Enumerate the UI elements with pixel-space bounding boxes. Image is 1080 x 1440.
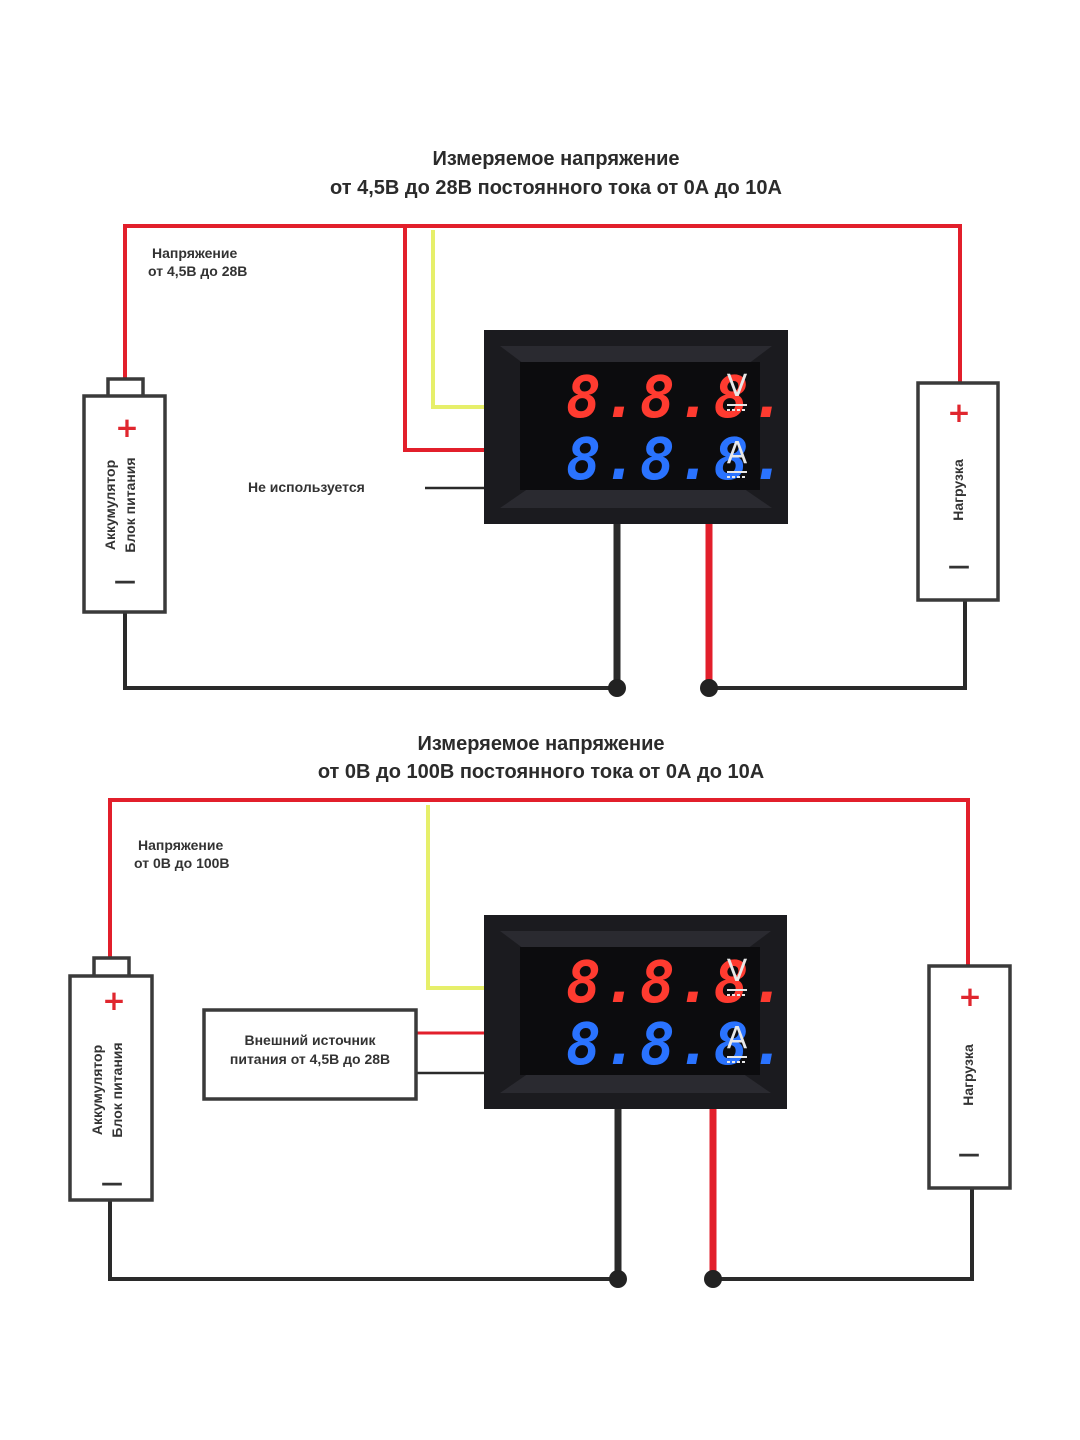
bottom-meter-voltage-digits: 8.8.8. xyxy=(566,948,788,1016)
top-meter-module: 8.8.8. 8.8.8. V A xyxy=(484,330,788,524)
diagram-top: Измеряемое напряжение от 4,5В до 28В пос… xyxy=(82,148,1000,697)
top-load: + — Нагрузка xyxy=(916,381,1000,602)
bottom-voltage-label-line1: Напряжение xyxy=(138,837,223,853)
bottom-meter-current-digits: 8.8.8. xyxy=(566,1010,788,1078)
top-battery-body xyxy=(82,394,167,614)
bottom-junction-right xyxy=(704,1270,722,1288)
bottom-battery-body xyxy=(68,974,154,1202)
bottom-title-line2: от 0В до 100В постоянного тока от 0А до … xyxy=(318,761,764,783)
top-red-wire-positive xyxy=(123,224,962,383)
top-battery: + — Аккумулятор Блок питания xyxy=(82,377,167,614)
top-junction-left xyxy=(608,679,626,697)
bottom-yellow-wire xyxy=(426,805,486,990)
bottom-black-wire-battery xyxy=(108,1200,618,1281)
bottom-battery-label-line1: Аккумулятор xyxy=(89,1045,105,1135)
top-meter-current-digits: 8.8.8. xyxy=(566,425,788,493)
top-title-line1: Измеряемое напряжение xyxy=(432,148,679,170)
bottom-battery: + — Аккумулятор Блок питания xyxy=(68,956,154,1202)
top-voltage-label-line2: от 4,5В до 28В xyxy=(148,263,247,279)
top-battery-label-line2: Блок питания xyxy=(122,457,138,552)
top-red-wire-module xyxy=(403,226,486,452)
top-load-plus-icon: + xyxy=(947,396,970,429)
bottom-meter-amp-icon: A xyxy=(727,1021,748,1056)
bottom-external-source: Внешний источник питания от 4,5В до 28В xyxy=(202,1008,418,1101)
top-load-label: Нагрузка xyxy=(950,459,966,521)
top-yellow-wire xyxy=(431,230,486,409)
top-battery-plus-icon: + xyxy=(115,411,138,444)
bottom-ext-source-box xyxy=(202,1008,418,1101)
bottom-load-body xyxy=(927,964,1012,1190)
top-title-line2: от 4,5В до 28В постоянного тока от 0А до… xyxy=(330,177,782,199)
top-battery-minus-icon: — xyxy=(114,569,136,594)
top-meter-amp-icon: A xyxy=(727,436,748,471)
top-load-minus-icon: — xyxy=(948,554,970,579)
bottom-battery-terminal xyxy=(92,956,131,979)
bottom-ext-source-line1: Внешний источник xyxy=(244,1032,376,1048)
top-battery-label-line1: Аккумулятор xyxy=(102,460,118,550)
bottom-red-wire-positive xyxy=(108,798,970,966)
top-unused-label: Не используется xyxy=(248,479,365,495)
bottom-junction-left xyxy=(609,1270,627,1288)
top-black-wire-battery xyxy=(123,612,617,690)
bottom-load-plus-icon: + xyxy=(958,980,981,1013)
top-meter-voltage-digits: 8.8.8. xyxy=(566,363,788,431)
top-load-body xyxy=(916,381,1000,602)
bottom-title-line1: Измеряемое напряжение xyxy=(417,733,664,755)
bottom-black-wire-load xyxy=(713,1188,974,1281)
top-junction-right xyxy=(700,679,718,697)
diagram-bottom: Измеряемое напряжение от 0В до 100В пост… xyxy=(68,733,1012,1288)
bottom-load-label: Нагрузка xyxy=(960,1044,976,1106)
top-meter-volt-icon: V xyxy=(727,369,748,404)
bottom-ext-source-line2: питания от 4,5В до 28В xyxy=(230,1051,390,1067)
bottom-load: + — Нагрузка xyxy=(927,964,1012,1190)
top-meter-display xyxy=(520,362,760,490)
bottom-meter-volt-icon: V xyxy=(727,954,748,989)
bottom-voltage-label-line2: от 0В до 100В xyxy=(134,855,230,871)
bottom-battery-minus-icon: — xyxy=(101,1171,123,1196)
top-voltage-label-line1: Напряжение xyxy=(152,245,237,261)
top-black-wire-load xyxy=(709,600,967,690)
bottom-meter-display xyxy=(520,947,760,1075)
bottom-load-minus-icon: — xyxy=(958,1142,980,1167)
bottom-meter-module: 8.8.8. 8.8.8. V A xyxy=(484,915,788,1109)
bottom-battery-label-line2: Блок питания xyxy=(109,1042,125,1137)
bottom-battery-plus-icon: + xyxy=(102,984,125,1017)
